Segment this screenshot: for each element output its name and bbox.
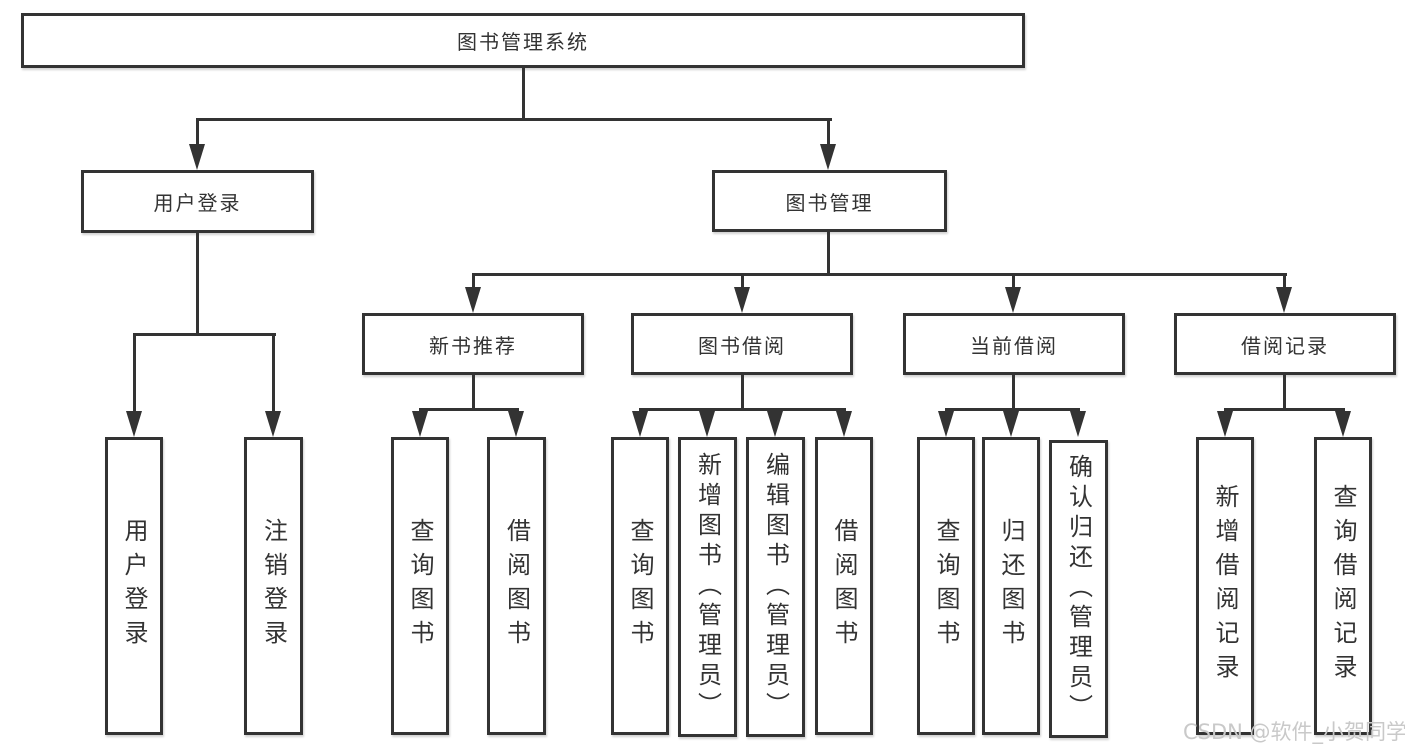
arrow-down-icon <box>412 411 428 437</box>
node-current-borrow: 当前借阅 <box>903 313 1125 375</box>
connector <box>1282 375 1286 408</box>
node-root-label: 图书管理系统 <box>457 30 589 54</box>
leaf-query-borrow-record: 查询借阅记录 <box>1314 437 1372 735</box>
connector <box>132 336 136 412</box>
arrow-down-icon <box>1005 287 1021 313</box>
leaf-logout-label: 注销登录 <box>259 518 288 654</box>
node-book-management-label: 图书管理 <box>785 190 874 215</box>
arrow-down-icon <box>734 287 750 313</box>
node-book-borrow-label: 图书借阅 <box>698 333 786 358</box>
leaf-add-borrow-record: 新增借阅记录 <box>1196 437 1254 735</box>
connector <box>638 408 846 411</box>
node-root: 图书管理系统 <box>21 13 1025 68</box>
node-borrow-records-label: 借阅记录 <box>1241 333 1329 358</box>
leaf-query-books-3-label: 查询图书 <box>932 518 960 654</box>
connector <box>471 273 1287 276</box>
connector <box>1011 375 1015 408</box>
connector <box>471 375 475 408</box>
leaf-confirm-return-admin: 确认归还（管理员） <box>1049 440 1108 738</box>
leaf-confirm-return-admin-label: 确认归还（管理员） <box>1064 454 1093 724</box>
leaf-logout: 注销登录 <box>244 437 303 735</box>
connector <box>826 232 830 273</box>
leaf-add-borrow-record-label: 新增借阅记录 <box>1211 484 1239 688</box>
connector <box>740 276 744 288</box>
arrow-down-icon <box>1003 411 1019 437</box>
node-new-book-recommend: 新书推荐 <box>362 313 584 375</box>
arrow-down-icon <box>632 411 648 437</box>
connector <box>195 118 199 146</box>
leaf-add-books-admin: 新增图书（管理员） <box>678 437 737 737</box>
arrow-down-icon <box>938 411 954 437</box>
connector <box>132 333 276 336</box>
node-user-login: 用户登录 <box>81 170 314 233</box>
leaf-query-borrow-record-label: 查询借阅记录 <box>1329 484 1357 688</box>
node-borrow-records: 借阅记录 <box>1174 313 1396 375</box>
node-book-management: 图书管理 <box>712 170 947 232</box>
node-user-login-label: 用户登录 <box>153 191 242 215</box>
connector <box>195 233 199 333</box>
arrow-down-icon <box>1070 411 1086 437</box>
leaf-borrow-books-1: 借阅图书 <box>487 437 546 735</box>
connector <box>740 375 744 408</box>
node-book-borrow: 图书借阅 <box>631 313 853 375</box>
arrow-down-icon <box>189 144 205 170</box>
leaf-query-books-1: 查询图书 <box>391 437 449 735</box>
connector <box>1223 408 1345 411</box>
leaf-add-books-admin-label: 新增图书（管理员） <box>693 452 722 722</box>
leaf-borrow-books-2-label: 借阅图书 <box>830 518 858 654</box>
arrow-down-icon <box>126 411 142 437</box>
leaf-user-login-label: 用户登录 <box>120 518 148 654</box>
connector <box>471 276 475 288</box>
leaf-user-login: 用户登录 <box>105 437 163 735</box>
connector <box>418 408 519 411</box>
arrow-down-icon <box>465 287 481 313</box>
leaf-edit-books-admin: 编辑图书（管理员） <box>746 437 805 737</box>
node-new-book-recommend-label: 新书推荐 <box>429 333 517 358</box>
leaf-query-books-2: 查询图书 <box>611 437 669 735</box>
leaf-borrow-books-2: 借阅图书 <box>815 437 873 735</box>
arrow-down-icon <box>1217 411 1233 437</box>
leaf-return-books: 归还图书 <box>982 437 1040 735</box>
arrow-down-icon <box>265 411 281 437</box>
arrow-down-icon <box>508 411 524 437</box>
leaf-return-books-label: 归还图书 <box>997 518 1025 654</box>
leaf-query-books-2-label: 查询图书 <box>626 518 654 654</box>
leaf-borrow-books-1-label: 借阅图书 <box>502 518 531 654</box>
connector <box>1282 276 1286 288</box>
connector <box>271 336 275 412</box>
connector <box>826 118 830 146</box>
arrow-down-icon <box>1335 411 1351 437</box>
leaf-query-books-3: 查询图书 <box>917 437 975 735</box>
connector <box>521 68 525 121</box>
arrow-down-icon <box>767 411 783 437</box>
arrow-down-icon <box>820 144 836 170</box>
leaf-edit-books-admin-label: 编辑图书（管理员） <box>761 452 790 722</box>
connector <box>195 118 832 121</box>
arrow-down-icon <box>1276 287 1292 313</box>
connector <box>1011 276 1015 288</box>
csdn-watermark: CSDN @软件_小贺同学 <box>1183 720 1405 744</box>
arrow-down-icon <box>836 411 852 437</box>
leaf-query-books-1-label: 查询图书 <box>406 518 434 654</box>
node-current-borrow-label: 当前借阅 <box>970 333 1058 358</box>
arrow-down-icon <box>699 411 715 437</box>
